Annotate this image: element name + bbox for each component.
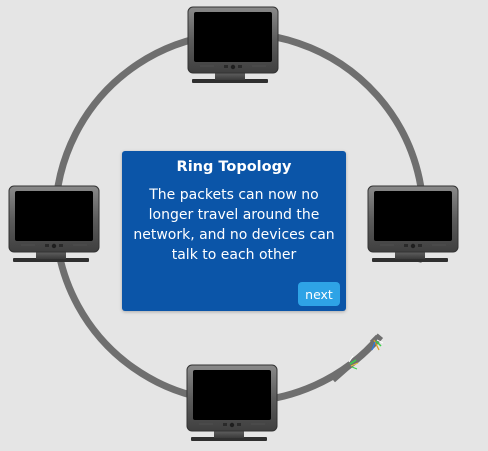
- next-button[interactable]: next: [298, 282, 340, 306]
- info-card: Ring Topology The packets can now no lon…: [122, 151, 346, 311]
- card-line-1: The packets can now no: [149, 187, 319, 203]
- monitor-right-icon: [367, 185, 459, 263]
- broken-cable-lower-end: [331, 355, 359, 383]
- broken-cable-upper-end: [369, 334, 384, 351]
- monitor-left-icon: [8, 185, 100, 263]
- card-line-2: longer travel around the: [148, 207, 320, 223]
- card-body: The packets can now no longer travel aro…: [130, 185, 338, 265]
- card-line-3: network, and no devices can: [133, 227, 335, 243]
- card-title: Ring Topology: [176, 159, 292, 175]
- card-line-4: talk to each other: [171, 247, 297, 263]
- monitor-top-icon: [187, 6, 279, 84]
- monitor-bottom-icon: [186, 364, 278, 442]
